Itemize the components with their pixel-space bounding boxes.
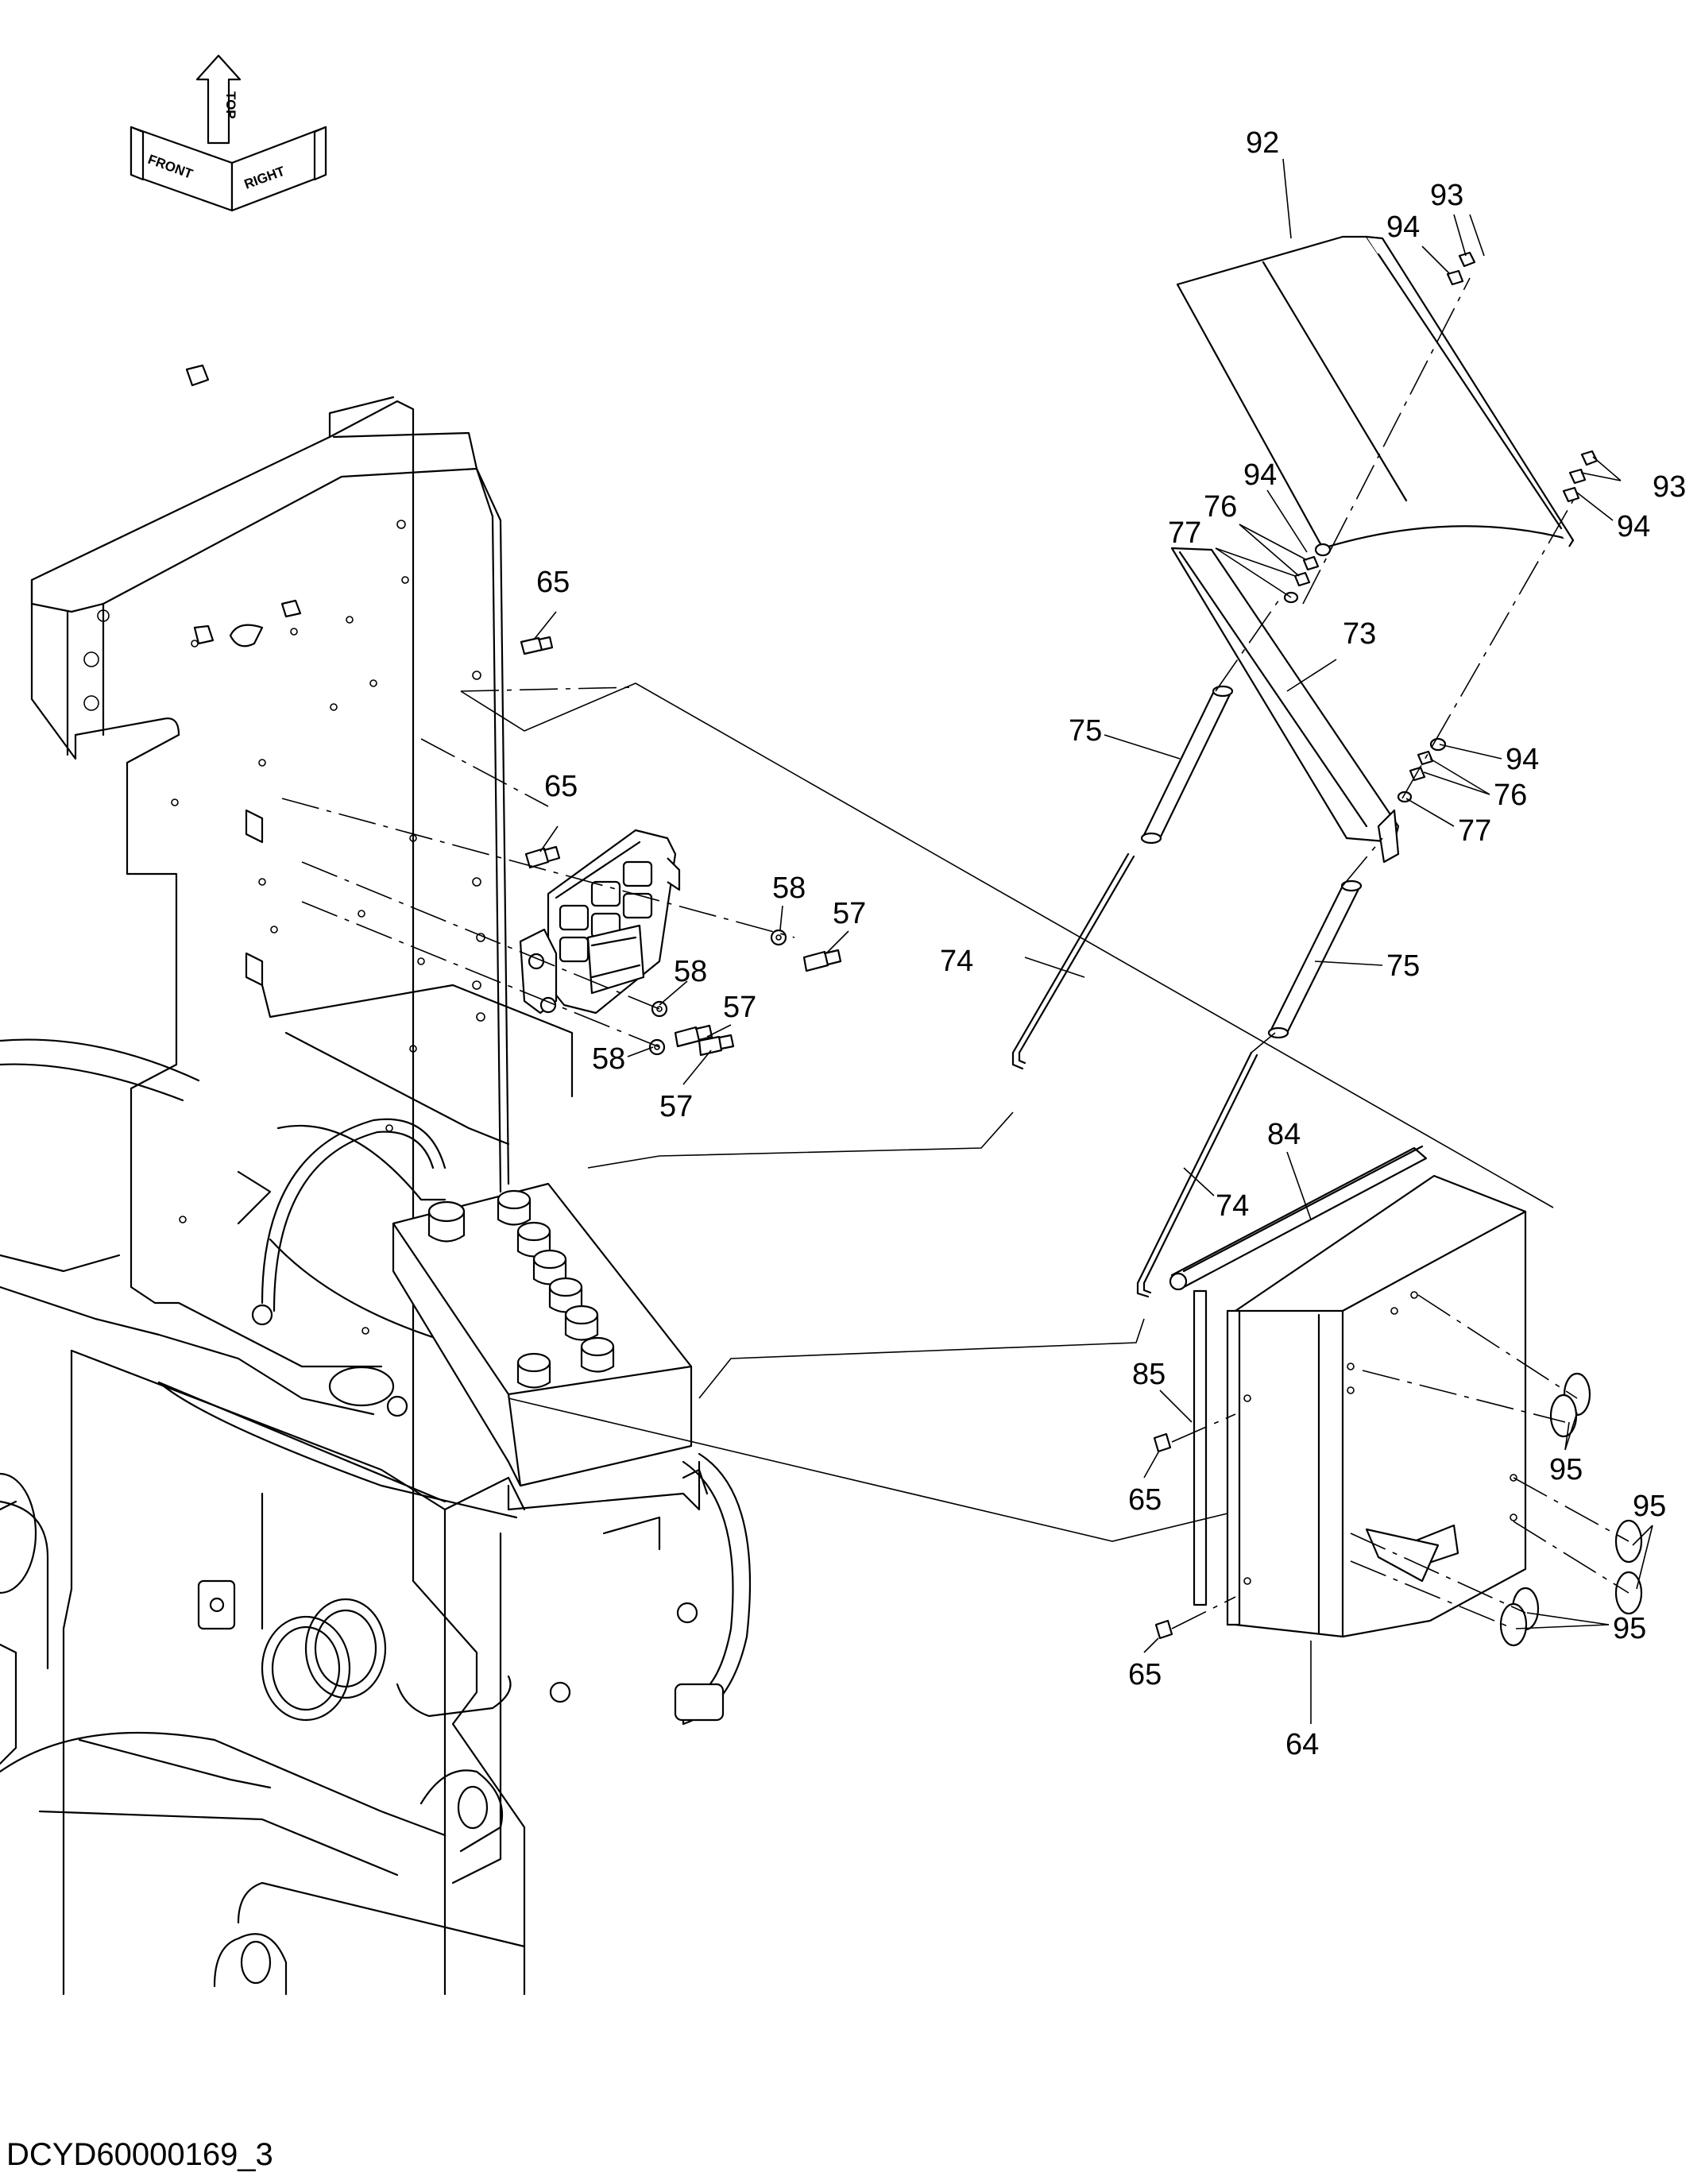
callout-58-top: 58 bbox=[772, 872, 806, 905]
tube-75-lower bbox=[1267, 879, 1363, 1039]
callout-75-upper: 75 bbox=[1069, 714, 1102, 748]
callout-95-upper: 95 bbox=[1549, 1453, 1583, 1486]
orientation-indicator: FRONT TOP RIGHT bbox=[130, 54, 327, 212]
tube-75-upper bbox=[1140, 685, 1234, 845]
rod-74-lower bbox=[1136, 1051, 1258, 1298]
machine-frame bbox=[0, 364, 605, 1996]
battery-assembly bbox=[251, 1118, 752, 1726]
orientation-top-label: TOP bbox=[223, 91, 238, 119]
callout-57-top: 57 bbox=[833, 897, 866, 930]
callout-65-upper: 65 bbox=[536, 566, 570, 599]
callout-74-lower: 74 bbox=[1216, 1189, 1249, 1223]
callout-84: 84 bbox=[1267, 1118, 1301, 1151]
callout-65-box-upper: 65 bbox=[1128, 1483, 1162, 1517]
assembly-lines bbox=[281, 277, 1629, 1629]
callout-92: 92 bbox=[1246, 126, 1279, 160]
callout-65-box-lower: 65 bbox=[1128, 1658, 1162, 1691]
callout-58-middle: 58 bbox=[674, 955, 707, 988]
callout-65-ecu: 65 bbox=[544, 770, 578, 803]
callout-76-upper: 76 bbox=[1204, 490, 1237, 524]
callout-95-lower: 95 bbox=[1613, 1612, 1646, 1645]
callout-58-bottom: 58 bbox=[592, 1042, 625, 1076]
callout-93-right: 93 bbox=[1653, 470, 1686, 504]
cover-92 bbox=[1176, 235, 1575, 550]
seal-85 bbox=[1193, 1289, 1208, 1606]
callout-labels: 92 93 94 94 93 94 76 77 73 65 75 94 76 7… bbox=[536, 126, 1686, 1761]
callout-94-right: 94 bbox=[1617, 510, 1650, 543]
box-64 bbox=[1226, 1174, 1527, 1638]
callout-85: 85 bbox=[1132, 1358, 1166, 1391]
seal-84 bbox=[1169, 1145, 1428, 1291]
callout-64: 64 bbox=[1285, 1728, 1319, 1761]
callout-94-top: 94 bbox=[1386, 211, 1420, 244]
ecu-module bbox=[519, 636, 842, 1057]
leader-lines bbox=[533, 158, 1653, 1724]
callout-94-upper-left: 94 bbox=[1243, 458, 1277, 492]
callout-73: 73 bbox=[1343, 617, 1376, 651]
callout-57-bottom: 57 bbox=[659, 1090, 693, 1123]
callout-95-right: 95 bbox=[1633, 1490, 1666, 1523]
callout-77-lower: 77 bbox=[1458, 814, 1491, 848]
callout-76-lower: 76 bbox=[1494, 779, 1527, 812]
callout-75-lower: 75 bbox=[1386, 949, 1420, 983]
callout-77-upper: 77 bbox=[1168, 516, 1201, 550]
rod-74-upper bbox=[1011, 852, 1135, 1070]
callout-57-middle: 57 bbox=[723, 991, 756, 1024]
callout-94-middle: 94 bbox=[1506, 743, 1539, 776]
callout-74-upper: 74 bbox=[940, 945, 973, 978]
callout-93-top: 93 bbox=[1430, 179, 1463, 212]
bracket-73 bbox=[1170, 547, 1400, 864]
drawing-id: DCYD60000169_3 bbox=[6, 2137, 273, 2172]
